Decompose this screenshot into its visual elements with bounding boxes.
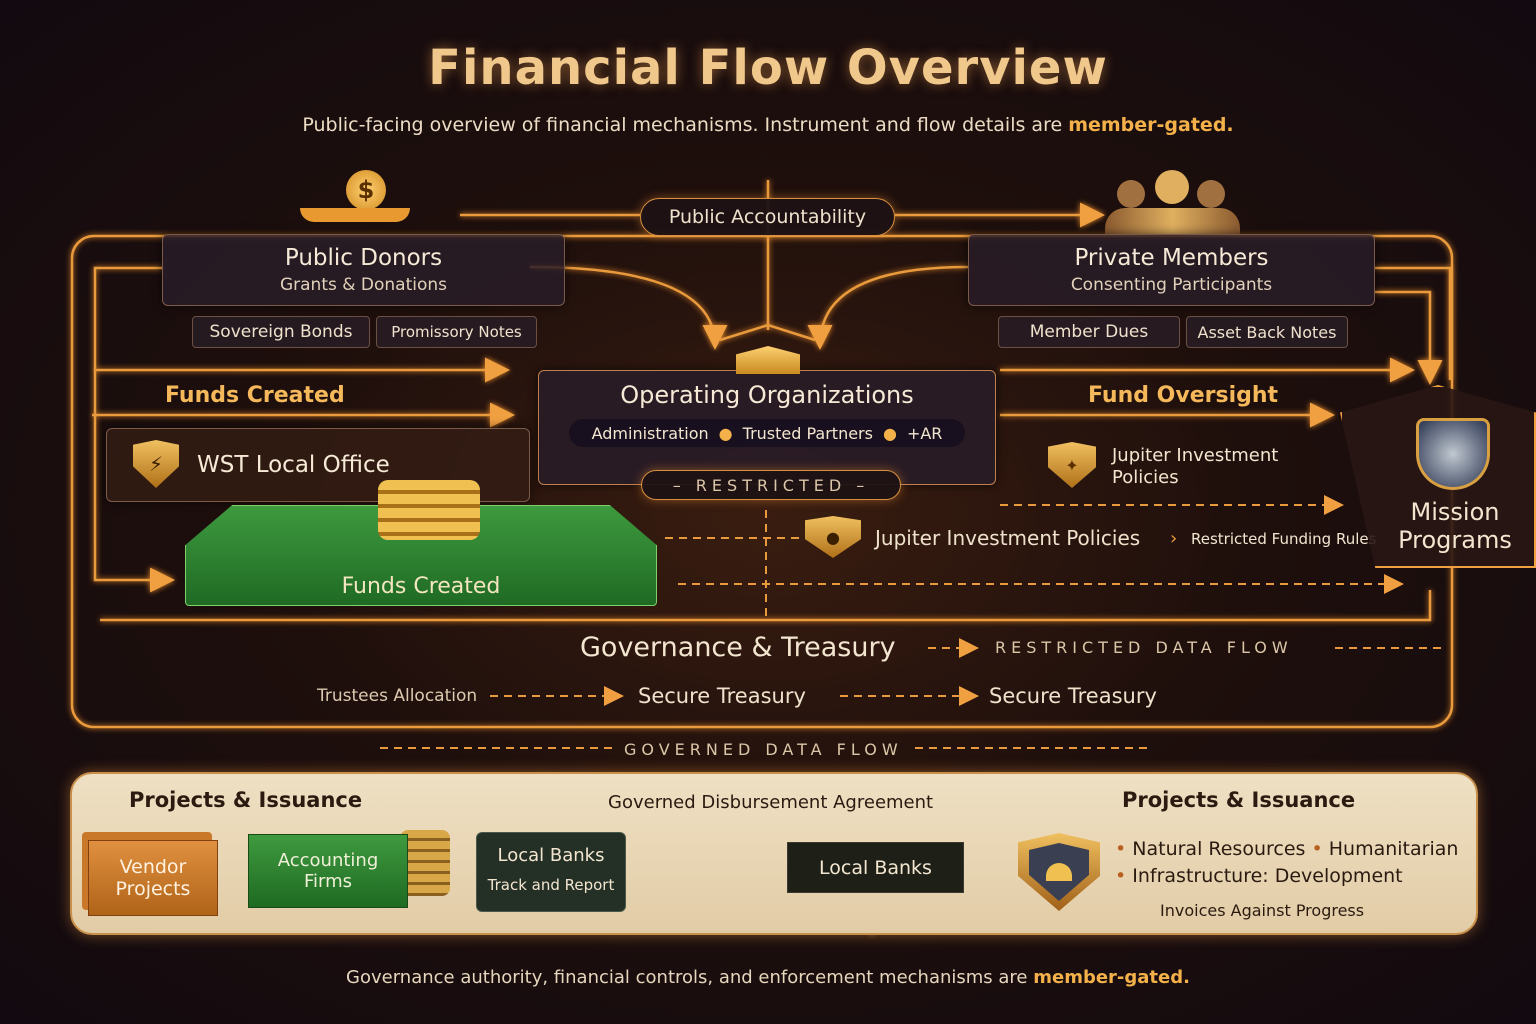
sector-item: Infrastructure: Development [1132, 865, 1403, 887]
local-banks-box-2: Local Banks [787, 842, 964, 893]
fund-oversight-label: Fund Oversight [1088, 383, 1279, 408]
private-members-box: Private Members Consenting Participants [968, 234, 1375, 306]
subtitle-text: Public-facing overview of financial mech… [302, 114, 1069, 136]
operating-organizations-box: Operating Organizations Administration● … [538, 370, 996, 485]
local-banks-label: Local Banks [497, 845, 605, 866]
projects-issuance-left: Projects & Issuance [129, 788, 363, 812]
page-title: Financial Flow Overview [428, 40, 1108, 96]
local-banks-box-1: Local Banks Track and Report [476, 832, 626, 912]
page-subtitle: Public-facing overview of financial mech… [0, 114, 1536, 136]
public-donors-title: Public Donors [284, 245, 443, 271]
invoices-label: Invoices Against Progress [1160, 901, 1365, 920]
hand-icon [300, 208, 410, 222]
sector-item: Natural Resources [1132, 838, 1306, 860]
restricted-data-flow: RESTRICTED DATA FLOW [995, 638, 1293, 657]
jupiter-policies-line: Jupiter Investment Policies [875, 526, 1141, 550]
operating-item: Trusted Partners [742, 423, 873, 443]
globe-shield-icon [1416, 418, 1490, 490]
governed-data-flow: GOVERNED DATA FLOW [624, 740, 903, 759]
operating-item: +AR [906, 423, 943, 443]
public-accountability-pill: Public Accountability [640, 198, 895, 236]
public-donors-box: Public Donors Grants & Donations [162, 234, 565, 306]
operating-item: Administration [591, 423, 709, 443]
coin-stack-icon [400, 830, 450, 896]
governance-title: Governance & Treasury [580, 632, 896, 663]
secure-treasury-2: Secure Treasury [989, 684, 1157, 708]
people-icon [1105, 170, 1240, 235]
restricted-badge: – RESTRICTED – [641, 470, 901, 500]
asset-back-notes-pill: Asset Back Notes [1186, 316, 1348, 348]
operating-title: Operating Organizations [620, 381, 914, 409]
vendor-projects-box: Vendor Projects [88, 840, 218, 916]
public-donors-subtitle: Grants & Donations [279, 275, 448, 295]
mission-programs-label: Mission Programs [1398, 498, 1512, 554]
member-dues-pill: Member Dues [998, 316, 1180, 348]
coin-stack-icon [378, 480, 480, 540]
dollar-hand-icon: $ [346, 170, 386, 210]
projects-issuance-right: Projects & Issuance [1122, 788, 1356, 812]
promissory-notes-pill: Promissory Notes [376, 316, 537, 348]
secure-treasury-1: Secure Treasury [638, 684, 806, 708]
private-members-subtitle: Consenting Participants [1070, 275, 1273, 295]
sovereign-bonds-pill: Sovereign Bonds [192, 316, 370, 348]
private-members-title: Private Members [1074, 245, 1269, 271]
sector-item: Humanitarian [1328, 838, 1459, 860]
jupiter-policies-label: Jupiter Investment Policies [1112, 445, 1279, 488]
governed-agreement: Governed Disbursement Agreement [608, 792, 934, 813]
track-report-label: Track and Report [487, 876, 615, 894]
restricted-funding-rules: Restricted Funding Rules [1191, 530, 1377, 548]
platform-label: Funds Created [341, 574, 501, 599]
sector-list: • Natural Resources • Humanitarian • Inf… [1115, 838, 1459, 887]
accounting-firms-box: Accounting Firms [248, 834, 408, 908]
footer-text: Governance authority, financial controls… [346, 967, 1034, 988]
wst-local-office-label: WST Local Office [197, 452, 390, 478]
subtitle-highlight: member-gated. [1068, 114, 1234, 136]
funds-created-label: Funds Created [165, 383, 345, 408]
operating-items: Administration● Trusted Partners● +AR [569, 419, 965, 447]
footer-note: Governance authority, financial controls… [0, 967, 1536, 988]
chevron-right-icon: › [1170, 528, 1178, 549]
footer-highlight: member-gated. [1033, 967, 1190, 988]
trustees-allocation: Trustees Allocation [317, 686, 478, 706]
